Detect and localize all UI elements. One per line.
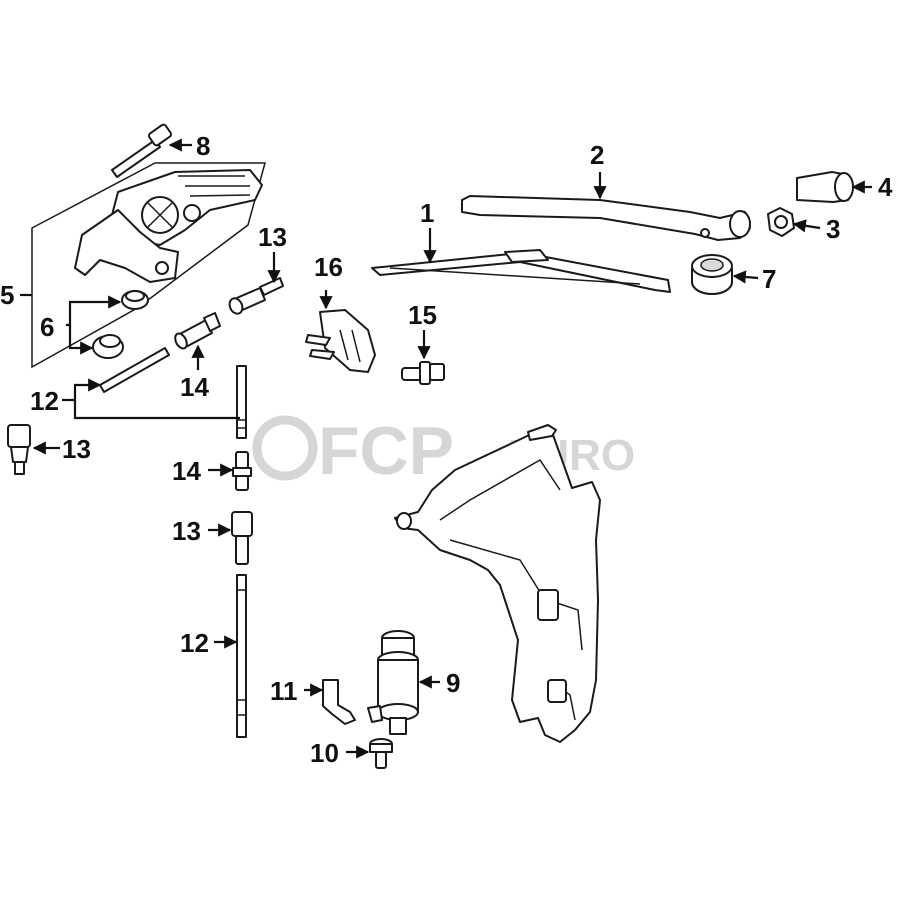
part-3-nut: [767, 207, 795, 237]
part-16-connector: [305, 309, 376, 373]
callout-9: 9: [446, 668, 460, 698]
part-15-fitting: [401, 361, 445, 385]
callout-2: 2: [590, 140, 604, 170]
callout-14-upper: 14: [180, 372, 209, 402]
part-14-connector-upper: [174, 312, 221, 350]
part-11-hose-elbow: [322, 679, 356, 725]
part-10-screw: [369, 738, 393, 769]
leader-lines: [20, 138, 872, 759]
part-13-nozzle-left: [7, 424, 31, 475]
part-8-pin: [111, 123, 173, 178]
part-1-wiper-blade: [371, 249, 671, 293]
callout-16: 16: [314, 252, 343, 282]
part-5-motor-assembly: [31, 162, 266, 369]
callout-13-upper: 13: [258, 222, 287, 252]
callout-13-left: 13: [62, 434, 91, 464]
callout-labels: 1 2 3 4 5 6 7 8 9 10 11 12 12 13 13 13 1…: [0, 131, 893, 768]
watermark-brand: FCP: [318, 413, 454, 489]
part-12-hose-lower: [236, 365, 247, 738]
callout-4: 4: [878, 172, 893, 202]
callout-11: 11: [270, 676, 298, 706]
part-12-rod-upper: [99, 347, 170, 393]
part-13-fitting-upper: [228, 277, 284, 315]
part-13-fitting-lower: [231, 511, 253, 565]
callout-7: 7: [762, 264, 776, 294]
callout-12-lower: 12: [180, 628, 209, 658]
callout-15: 15: [408, 300, 437, 330]
part-14-connector-lower: [232, 451, 252, 491]
callout-10: 10: [310, 738, 339, 768]
callout-6: 6: [40, 312, 54, 342]
callout-1: 1: [420, 198, 434, 228]
callout-12-upper: 12: [30, 386, 59, 416]
part-9-pump: [367, 630, 419, 735]
callout-5: 5: [0, 280, 14, 310]
washer-reservoir: [394, 424, 601, 743]
callout-13-lower: 13: [172, 516, 201, 546]
part-6-grommets: [92, 290, 149, 359]
callout-8: 8: [196, 131, 210, 161]
part-2-wiper-arm: [461, 195, 751, 241]
part-7-grommet: [691, 254, 733, 295]
part-4-cap: [796, 171, 854, 203]
callout-3: 3: [826, 214, 840, 244]
callout-14-lower: 14: [172, 456, 201, 486]
